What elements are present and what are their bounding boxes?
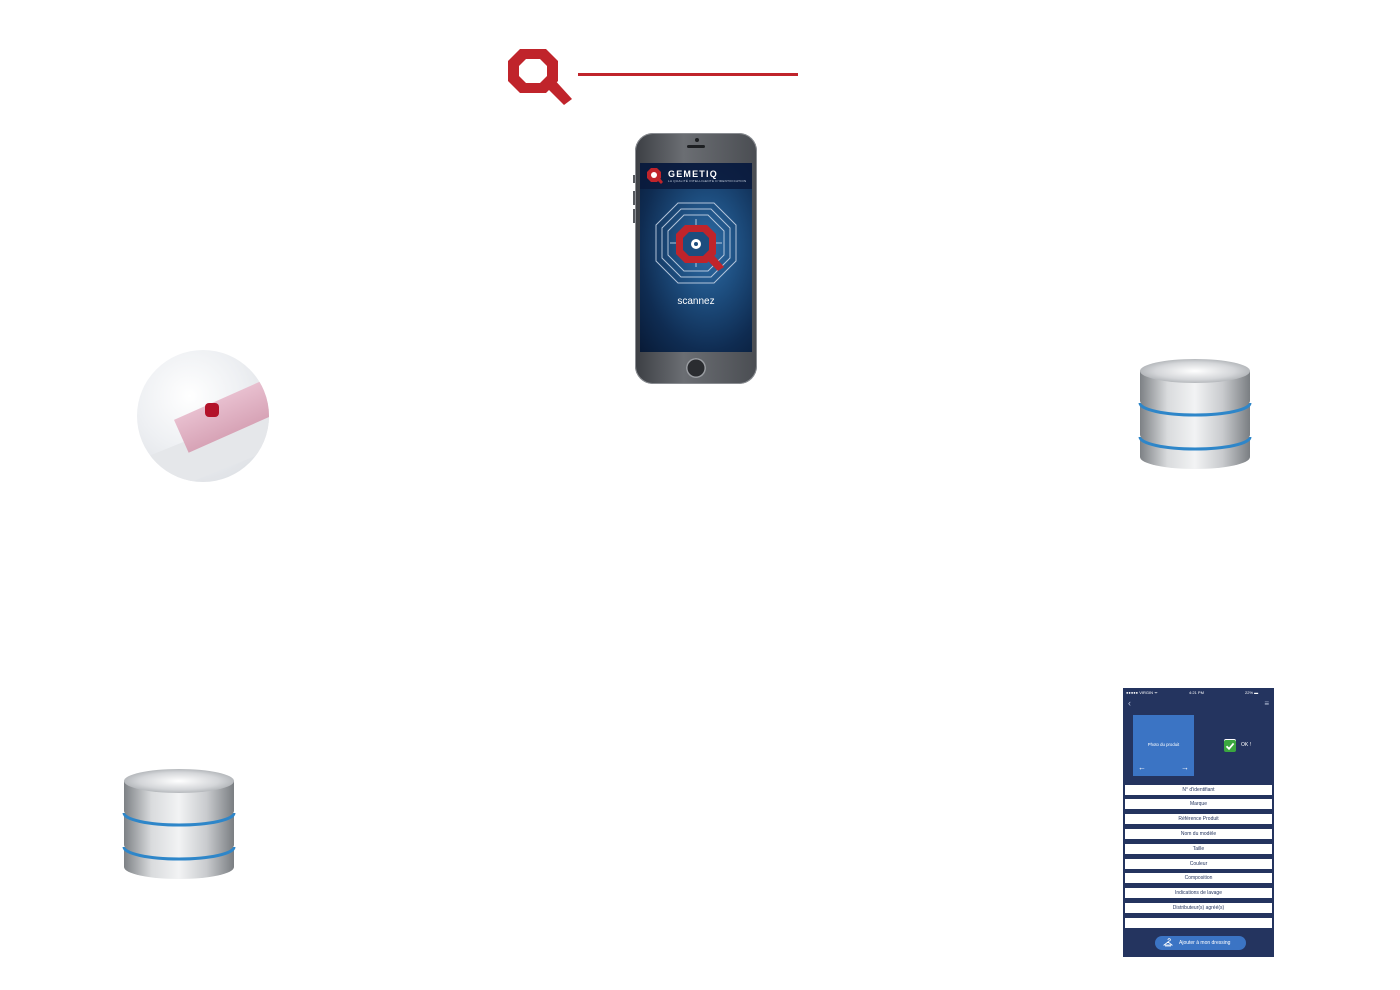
add-to-wardrobe-label: Ajouter à mon dressing	[1179, 940, 1231, 946]
product-photo-label: Photo du produit	[1147, 742, 1180, 747]
phone-mockup: GEMETIQ LA QUALITÉ INTELLIGENTE D'IDENTI…	[633, 133, 757, 384]
phone-camera	[695, 138, 699, 142]
field-distributors[interactable]: Distributeur(s) agréé(s)	[1125, 903, 1272, 913]
arrow-right-icon[interactable]: →	[1181, 763, 1189, 772]
status-battery: 22% ▬	[1245, 690, 1259, 695]
database-icon	[122, 767, 236, 881]
logo-rule	[578, 73, 798, 76]
add-to-wardrobe-button[interactable]: Ajouter à mon dressing	[1155, 936, 1246, 950]
check-icon	[1224, 739, 1236, 752]
phone-mute-switch	[633, 175, 635, 183]
brand-name: GEMETIQ	[668, 169, 718, 179]
arrow-left-icon[interactable]: ←	[1138, 763, 1146, 772]
field-empty[interactable]	[1125, 918, 1272, 928]
field-product-reference[interactable]: Référence Produit	[1125, 814, 1272, 824]
scan-target-icon[interactable]	[640, 191, 752, 301]
phone-home-button	[686, 358, 706, 378]
gemetiq-logo-icon	[647, 168, 663, 184]
field-washing-instructions[interactable]: Indications de lavage	[1125, 888, 1272, 898]
brand-tagline: LA QUALITÉ INTELLIGENTE D'IDENTIFICATION	[668, 179, 747, 183]
ok-label: OK !	[1241, 742, 1252, 748]
phone-volume-up	[633, 191, 635, 205]
status-bar: ●●●●● VIRGIN ᯤ 4:21 PM 22% ▬	[1123, 688, 1274, 696]
status-time: 4:21 PM	[1189, 690, 1204, 695]
label-emblem-icon	[205, 403, 219, 417]
status-carrier: ●●●●● VIRGIN ᯤ	[1126, 690, 1158, 695]
field-identifier[interactable]: N° d'identifiant	[1125, 785, 1272, 795]
product-photo[interactable]: Photo du produit ← →	[1133, 715, 1194, 776]
database-icon	[1138, 357, 1252, 471]
product-app-screen: ●●●●● VIRGIN ᯤ 4:21 PM 22% ▬ ‹ ≡ Photo d…	[1123, 688, 1274, 957]
back-icon[interactable]: ‹	[1128, 698, 1131, 708]
phone-speaker	[687, 145, 705, 148]
menu-icon[interactable]: ≡	[1264, 699, 1269, 708]
field-composition[interactable]: Composition	[1125, 873, 1272, 883]
field-size[interactable]: Taille	[1125, 844, 1272, 854]
top-logo	[506, 45, 806, 109]
fabric-label-photo	[137, 350, 269, 482]
hanger-icon	[1163, 938, 1173, 947]
magnifier-q-logo-icon	[508, 49, 572, 105]
field-brand[interactable]: Marque	[1125, 799, 1272, 809]
scan-label[interactable]: scannez	[677, 296, 715, 307]
field-color[interactable]: Couleur	[1125, 859, 1272, 869]
phone-volume-down	[633, 209, 635, 223]
app-header: GEMETIQ LA QUALITÉ INTELLIGENTE D'IDENTI…	[640, 163, 752, 189]
field-model-name[interactable]: Nom du modèle	[1125, 829, 1272, 839]
phone-screen: GEMETIQ LA QUALITÉ INTELLIGENTE D'IDENTI…	[640, 163, 752, 352]
